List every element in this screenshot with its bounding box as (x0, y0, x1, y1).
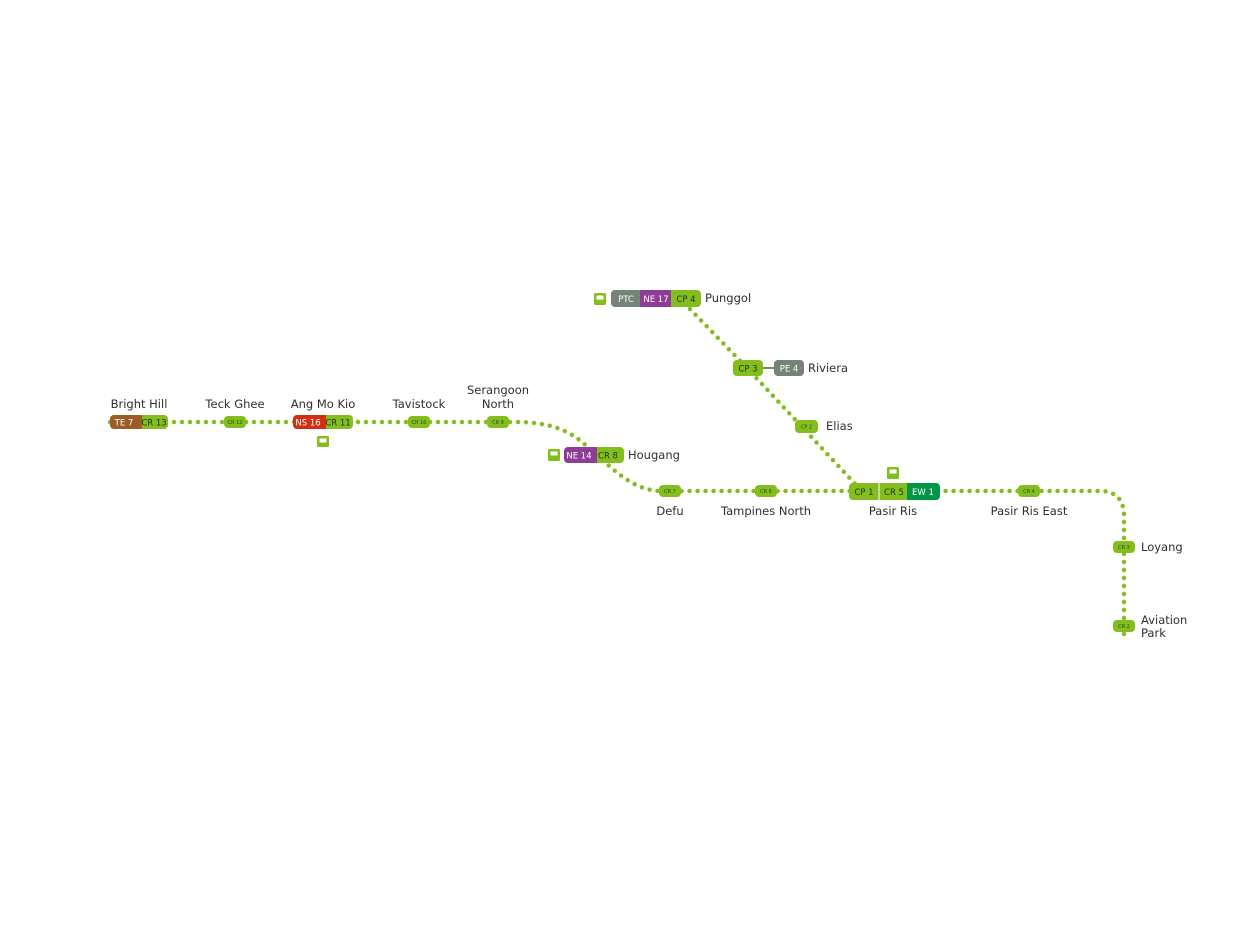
cp2-code-pill (795, 420, 818, 433)
bus-interchange-icon (887, 467, 899, 479)
ne17-code-pill (640, 290, 672, 307)
station-label-line2: Park (1141, 626, 1166, 640)
cr8-code-pill (593, 447, 624, 463)
te7-code-pill (110, 415, 140, 429)
station-label: Pasir Ris (869, 504, 917, 518)
svg-text:CR 2: CR 2 (1118, 624, 1130, 630)
station-label: Serangoon (467, 383, 529, 397)
svg-text:NE 17: NE 17 (643, 295, 668, 305)
svg-text:EW 1: EW 1 (912, 488, 934, 498)
station-loyang[interactable]: CR 3 Loyang (1113, 540, 1183, 554)
svg-text:CR 7: CR 7 (664, 489, 676, 495)
cr9-code-pill (487, 416, 509, 428)
svg-text:CR 4: CR 4 (1023, 489, 1035, 495)
cp1-code-pill (849, 483, 881, 500)
station-ang-mo-kio[interactable]: NS 16 CR 11 Ang Mo Kio (291, 397, 356, 447)
svg-text:PE 4: PE 4 (780, 365, 799, 375)
svg-text:PTC: PTC (618, 295, 634, 305)
bus-interchange-icon (317, 436, 329, 447)
cr13-code-pill (138, 415, 168, 429)
svg-text:CR 10: CR 10 (412, 420, 427, 426)
station-label: Bright Hill (111, 397, 168, 411)
ne14-code-pill (564, 447, 597, 463)
svg-text:NE 14: NE 14 (566, 452, 591, 462)
station-pasir-ris-east[interactable]: CR 4 Pasir Ris East (991, 485, 1068, 518)
station-tavistock[interactable]: CR 10 Tavistock (392, 397, 446, 428)
station-label: Aviation (1141, 613, 1187, 627)
svg-text:TE 7: TE 7 (114, 419, 134, 429)
svg-text:CR 11: CR 11 (325, 419, 350, 429)
station-pasir-ris[interactable]: CP 1 CR 5 EW 1 Pasir Ris (849, 467, 940, 518)
cr4-code-pill (1018, 485, 1040, 497)
svg-text:CR 13: CR 13 (141, 419, 166, 429)
svg-text:NS 16: NS 16 (295, 419, 320, 429)
ns16-code-pill (293, 415, 325, 429)
svg-text:CR 3: CR 3 (1118, 545, 1130, 551)
svg-text:CR 9: CR 9 (492, 420, 504, 426)
station-aviation-park[interactable]: CR 2 Aviation Park (1113, 613, 1187, 640)
cr2-code-pill (1113, 620, 1135, 632)
station-label: Teck Ghee (204, 397, 264, 411)
pe4-code-pill (774, 360, 804, 376)
station-teck-ghee[interactable]: CR 12 Teck Ghee (204, 397, 265, 428)
station-tampines-north[interactable]: CR 6 Tampines North (720, 485, 811, 518)
ew1-code-pill (907, 483, 940, 500)
station-label: Tampines North (720, 504, 811, 518)
cr5-code-pill (879, 483, 909, 500)
cp4-code-pill (671, 290, 701, 307)
cr11-code-pill (322, 415, 353, 429)
station-label: Defu (656, 504, 683, 518)
svg-text:CR 5: CR 5 (884, 488, 904, 498)
station-label: Ang Mo Kio (291, 397, 356, 411)
svg-text:CR 6: CR 6 (760, 489, 772, 495)
cp3-code-pill (733, 360, 763, 376)
station-label: Riviera (808, 361, 848, 375)
station-label: Tavistock (392, 397, 446, 411)
svg-text:CP 2: CP 2 (801, 425, 812, 431)
bus-interchange-icon (594, 293, 606, 305)
cr12-code-pill (224, 416, 246, 428)
cr7-code-pill (659, 485, 681, 497)
svg-text:CR 8: CR 8 (598, 452, 618, 462)
station-label: Punggol (705, 291, 751, 305)
svg-text:CR 12: CR 12 (228, 420, 243, 426)
station-defu[interactable]: CR 7 Defu (656, 485, 684, 518)
station-hougang[interactable]: NE 14 CR 8 Hougang (548, 447, 680, 463)
station-label: Elias (826, 419, 853, 433)
station-label: Loyang (1141, 540, 1183, 554)
cr3-code-pill (1113, 541, 1135, 553)
svg-text:CP 3: CP 3 (738, 365, 757, 375)
cr6-code-pill (755, 485, 777, 497)
svg-text:CP 1: CP 1 (854, 488, 873, 498)
station-elias[interactable]: CP 2 Elias (795, 419, 853, 433)
ptc-code-pill (611, 290, 643, 307)
cr10-code-pill (408, 416, 430, 428)
station-label: Pasir Ris East (991, 504, 1068, 518)
cross-island-line-track (47, 419, 1127, 679)
station-bright-hill[interactable]: TE 7 CR 13 Bright Hill (110, 397, 168, 429)
station-label: Hougang (628, 448, 680, 462)
station-punggol[interactable]: PTC NE 17 CP 4 Punggol (594, 290, 751, 307)
station-riviera[interactable]: CP 3 PE 4 Riviera (733, 360, 848, 376)
bus-interchange-icon (548, 449, 560, 461)
punggol-extension-track (687, 306, 861, 490)
svg-text:CP 4: CP 4 (676, 295, 695, 305)
station-label-line2: North (482, 397, 514, 411)
station-serangoon-north[interactable]: CR 9 Serangoon North (467, 383, 529, 428)
